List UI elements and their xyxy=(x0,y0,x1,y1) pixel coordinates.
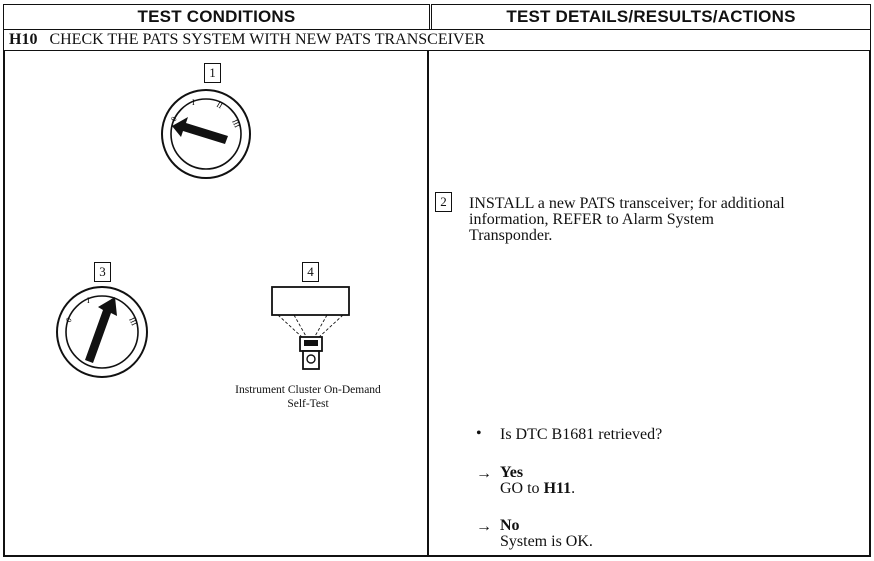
install-line-1: INSTALL a new PATS transceiver; for addi… xyxy=(469,195,785,212)
question-bullet: • xyxy=(476,425,482,442)
bottom-border xyxy=(3,555,871,557)
svg-text:I: I xyxy=(192,98,195,107)
svg-text:0: 0 xyxy=(64,316,74,324)
svg-text:0: 0 xyxy=(169,115,179,123)
yes-result: Yes GO to H11. xyxy=(500,465,575,497)
figure-tag-3: 3 xyxy=(94,262,111,282)
svg-text:II: II xyxy=(215,100,224,111)
step-id: H10 xyxy=(9,31,38,48)
ignition-switch-run-icon: 0 I II III xyxy=(56,286,148,378)
install-instruction: INSTALL a new PATS transceiver; for addi… xyxy=(469,196,859,244)
yes-action-suffix: . xyxy=(571,480,576,497)
caption-line-1: Instrument Cluster On-Demand xyxy=(235,384,381,396)
step-tag-2: 2 xyxy=(435,192,452,212)
figure-caption: Instrument Cluster On-Demand Self-Test xyxy=(213,383,403,411)
yes-action: GO to H11. xyxy=(500,481,575,497)
instrument-cluster-icon xyxy=(271,286,350,370)
header-test-conditions: TEST CONDITIONS xyxy=(3,4,430,30)
no-arrow-icon: → xyxy=(476,518,492,535)
figure-tag-4: 4 xyxy=(302,262,319,282)
left-border xyxy=(3,50,5,557)
install-line-2: information, REFER to Alarm System xyxy=(469,211,714,228)
step-title: CHECK THE PATS SYSTEM WITH NEW PATS TRAN… xyxy=(49,31,485,48)
yes-arrow-icon: → xyxy=(476,465,492,482)
caption-line-2: Self-Test xyxy=(287,398,329,410)
column-divider xyxy=(427,50,429,557)
no-label: No xyxy=(500,517,520,534)
no-action: System is OK. xyxy=(500,533,593,550)
install-line-3: Transponder. xyxy=(469,227,553,244)
svg-text:III: III xyxy=(230,118,242,129)
svg-text:III: III xyxy=(127,316,139,327)
question-text: Is DTC B1681 retrieved? xyxy=(500,426,663,443)
yes-label: Yes xyxy=(500,464,524,481)
ignition-switch-off-icon: 0 I II III xyxy=(161,89,251,179)
right-border xyxy=(869,50,871,557)
figure-tag-1: 1 xyxy=(204,63,221,83)
svg-text:I: I xyxy=(87,296,90,305)
no-result: No System is OK. xyxy=(500,518,593,550)
yes-action-target: H11 xyxy=(543,480,572,497)
step-title-row: H10 CHECK THE PATS SYSTEM WITH NEW PATS … xyxy=(3,29,871,51)
header-test-details: TEST DETAILS/RESULTS/ACTIONS xyxy=(431,4,871,30)
yes-action-prefix: GO to xyxy=(500,480,544,497)
